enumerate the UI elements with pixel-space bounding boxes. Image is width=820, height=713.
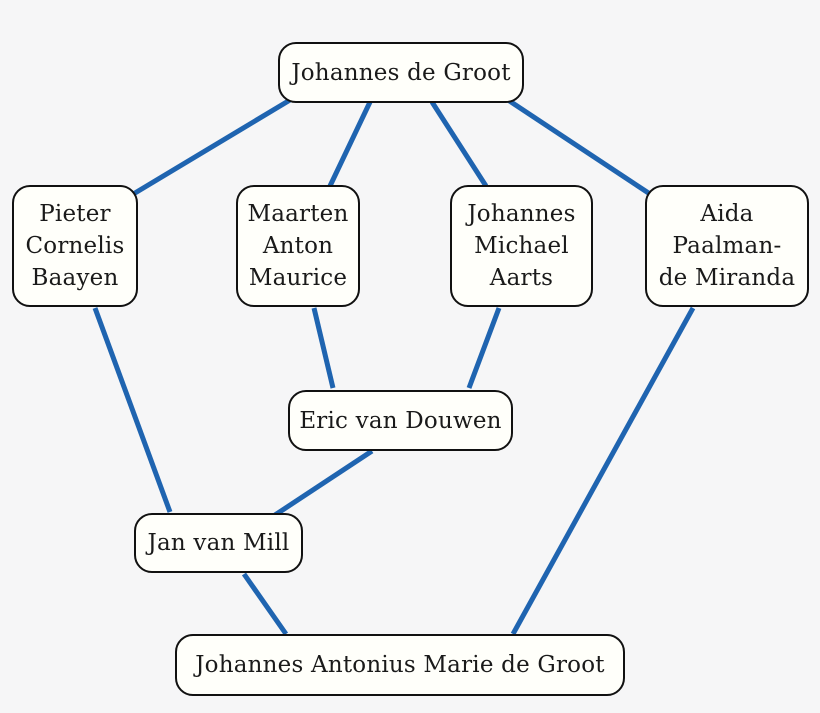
edge-maarten-anton-maurice-to-eric-van-douwen: [311, 307, 336, 389]
person-node-maarten-anton-maurice: Maarten Anton Maurice: [236, 185, 360, 307]
edge-johannes-de-groot-to-pieter-cornelis-baayen: [128, 97, 292, 199]
edge-johannes-michael-aarts-to-eric-van-douwen: [466, 307, 502, 389]
person-node-pieter-cornelis-baayen: Pieter Cornelis Baayen: [12, 185, 138, 307]
person-node-johannes-antonius-marie-de-groot: Johannes Antonius Marie de Groot: [175, 634, 625, 696]
person-node-johannes-michael-aarts: Johannes Michael Aarts: [450, 185, 593, 307]
person-node-jan-van-mill: Jan van Mill: [134, 513, 303, 573]
edge-pieter-cornelis-baayen-to-jan-van-mill: [92, 307, 173, 513]
person-node-johannes-de-groot: Johannes de Groot: [278, 42, 524, 103]
edges-layer: [92, 97, 696, 636]
edge-johannes-de-groot-to-maarten-anton-maurice: [327, 100, 373, 188]
person-node-eric-van-douwen: Eric van Douwen: [288, 390, 513, 451]
person-node-aida-paalman-de-miranda: Aida Paalman- de Miranda: [645, 185, 809, 307]
edge-aida-paalman-de-miranda-to-johannes-antonius-marie-de-groot: [510, 306, 696, 636]
edge-eric-van-douwen-to-jan-van-mill: [273, 448, 374, 518]
edge-johannes-de-groot-to-aida-paalman-de-miranda: [506, 97, 652, 197]
edge-jan-van-mill-to-johannes-antonius-marie-de-groot: [241, 572, 289, 636]
edge-johannes-de-groot-to-johannes-michael-aarts: [429, 100, 489, 188]
